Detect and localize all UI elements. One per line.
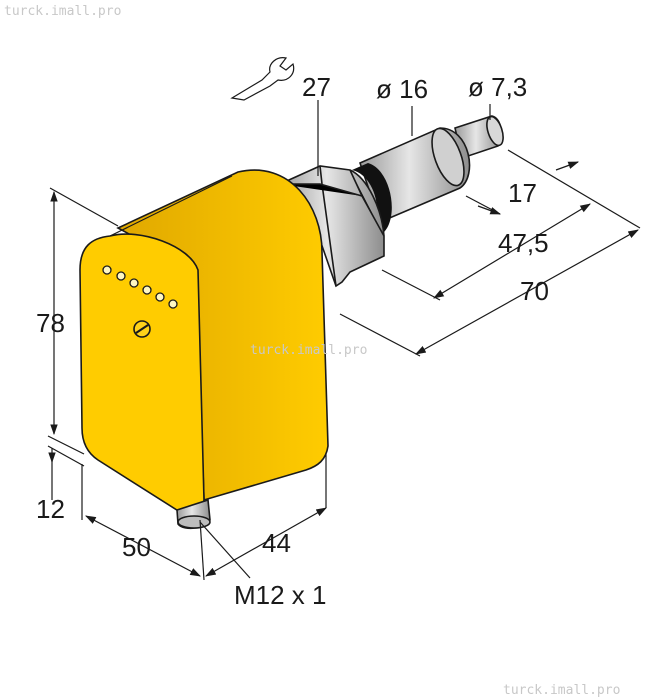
led-2-icon: [116, 271, 126, 281]
led-3-icon: [129, 278, 139, 288]
led-5-icon: [155, 292, 165, 302]
dim-thread: M12 x 1: [234, 580, 327, 610]
potentiometer-icon: [133, 320, 151, 338]
dim-depth: 44: [262, 528, 291, 558]
status-led-row: [102, 265, 178, 309]
dim-total-length: 70: [520, 276, 549, 306]
dim-diameter-small: ø 7,3: [468, 72, 527, 102]
dim-width: 50: [122, 532, 151, 562]
led-6-icon: [168, 299, 178, 309]
dim-base-height: 12: [36, 494, 65, 524]
watermark-top: turck.imall.pro: [4, 4, 121, 19]
watermark-bottom: turck.imall.pro: [503, 683, 620, 698]
dim-height: 78: [36, 308, 65, 338]
dim-mid-length: 47,5: [498, 228, 549, 258]
dim-diameter-large: ø 16: [376, 74, 428, 104]
sensor-housing: [79, 169, 329, 515]
led-4-icon: [142, 285, 152, 295]
led-1-icon: [102, 265, 112, 275]
dim-wrench-size: 27: [302, 72, 331, 102]
dim-tip-length: 17: [508, 178, 537, 208]
wrench-icon: [230, 57, 295, 101]
probe: [278, 115, 504, 288]
watermark-center: turck.imall.pro: [250, 343, 367, 358]
